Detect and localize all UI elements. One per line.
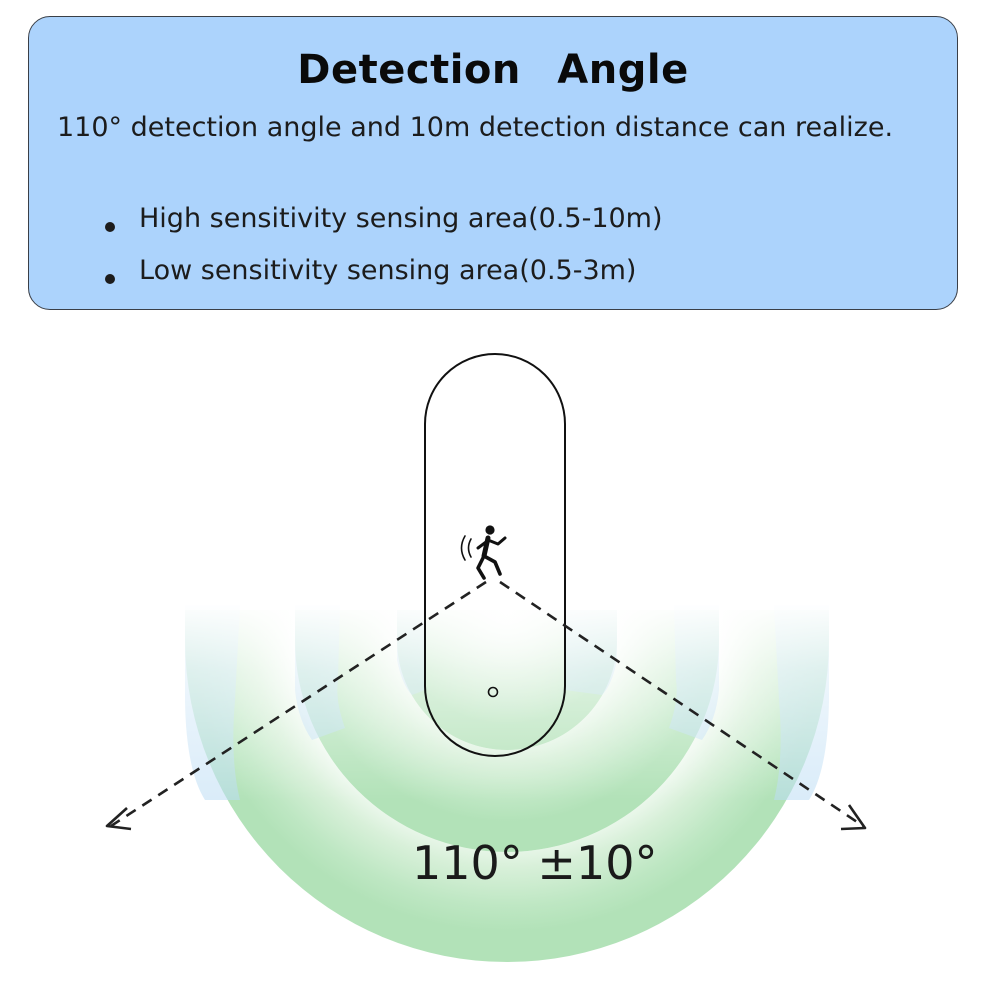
zone-fade-overlay xyxy=(170,590,850,810)
detection-angle-lines xyxy=(110,580,864,828)
bullet-label: High sensitivity sensing area(0.5-10m) xyxy=(139,203,663,234)
motion-waves-icon xyxy=(460,535,472,561)
walking-person-icon xyxy=(476,525,507,580)
bullet-item-low-sensitivity: Low sensitivity sensing area(0.5-3m) xyxy=(105,254,663,306)
page-title: Detection Angle xyxy=(297,47,689,93)
arrow-left-icon xyxy=(105,807,132,831)
angle-label: 110° ±10° xyxy=(412,836,658,890)
sensor-lens-icon xyxy=(487,686,499,698)
sensor-device-outline xyxy=(424,353,566,757)
bullet-label: Low sensitivity sensing area(0.5-3m) xyxy=(139,255,637,286)
bullet-item-high-sensitivity: High sensitivity sensing area(0.5-10m) xyxy=(105,202,663,254)
description-text: 110° detection angle and 10m detection d… xyxy=(57,112,894,143)
bullet-dot-icon xyxy=(105,222,115,232)
bullet-list: High sensitivity sensing area(0.5-10m) L… xyxy=(105,202,663,306)
info-panel: Detection Angle 110° detection angle and… xyxy=(28,16,958,310)
detection-diagram xyxy=(105,353,867,962)
bullet-dot-icon xyxy=(105,274,115,284)
arrow-right-icon xyxy=(840,804,867,831)
